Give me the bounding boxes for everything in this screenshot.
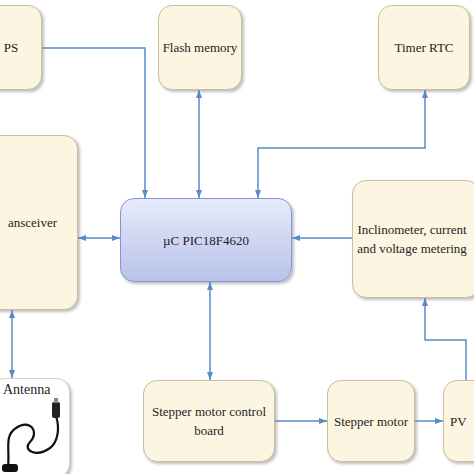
signal-arrow — [275, 420, 327, 422]
box-label: Timer RTC — [394, 38, 453, 57]
signal-arrow — [415, 420, 443, 422]
driver-box: Stepper motor control board — [143, 380, 275, 462]
memory-box: Flash memory — [158, 5, 242, 90]
box-label: Antenna — [3, 380, 50, 399]
antenna-box: Antenna — [0, 378, 70, 474]
motor-box: Stepper motor — [327, 380, 415, 462]
box-label: PV — [450, 412, 467, 431]
signal-arrow — [292, 237, 352, 239]
box-label: Inclinometer, current and voltage meteri… — [357, 220, 467, 258]
antenna-base — [2, 464, 18, 472]
antenna-pin — [54, 398, 58, 403]
signal-arrow — [198, 90, 200, 198]
signal-arrow — [209, 282, 211, 380]
module-box: PS — [0, 5, 42, 90]
box-label: ansceiver — [8, 213, 57, 232]
signal-arrow — [425, 298, 466, 380]
box-label: PS — [4, 38, 18, 57]
box-label: Flash memory — [163, 38, 238, 57]
signal-arrow — [78, 237, 120, 239]
antenna-plug — [52, 402, 60, 418]
timer-box: Timer RTC — [378, 5, 470, 90]
antenna-illustration — [0, 398, 70, 474]
panel-box: PV — [443, 380, 474, 462]
box-label: µC PIC18F4620 — [163, 231, 249, 250]
sensor-box: Inclinometer, current and voltage meteri… — [352, 180, 474, 298]
signal-arrow — [11, 310, 13, 378]
microcontroller-box: µC PIC18F4620 — [120, 198, 292, 282]
box-label: Stepper motor control board — [144, 402, 274, 440]
transceiver-box: ansceiver — [0, 135, 78, 310]
box-label: Stepper motor — [334, 412, 408, 431]
